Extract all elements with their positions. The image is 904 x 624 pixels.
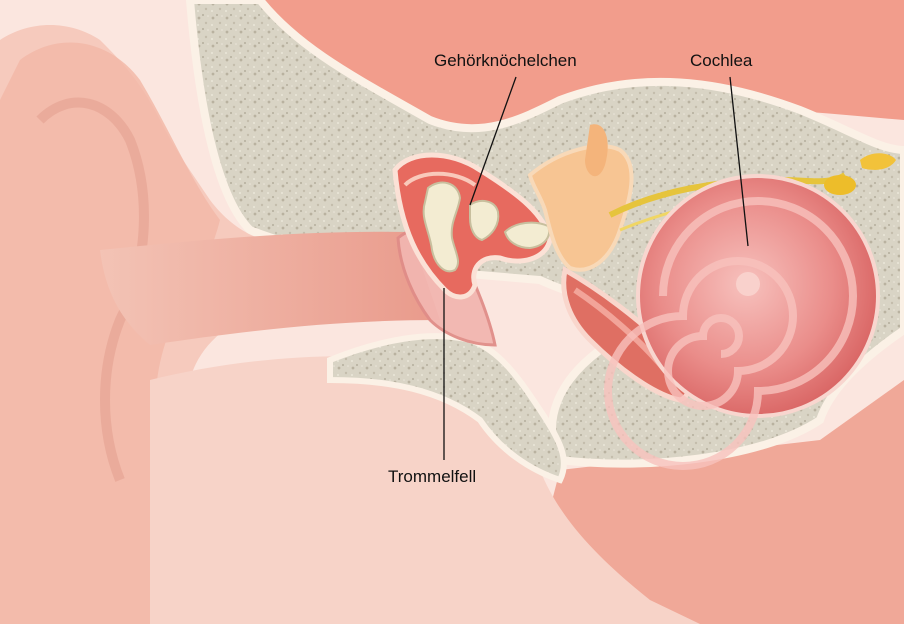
- cochlea-label: Cochlea: [690, 52, 752, 69]
- ossicles-label: Gehörknöchelchen: [434, 52, 577, 69]
- ear-canal: [100, 232, 440, 345]
- eardrum-label: Trommelfell: [388, 468, 476, 485]
